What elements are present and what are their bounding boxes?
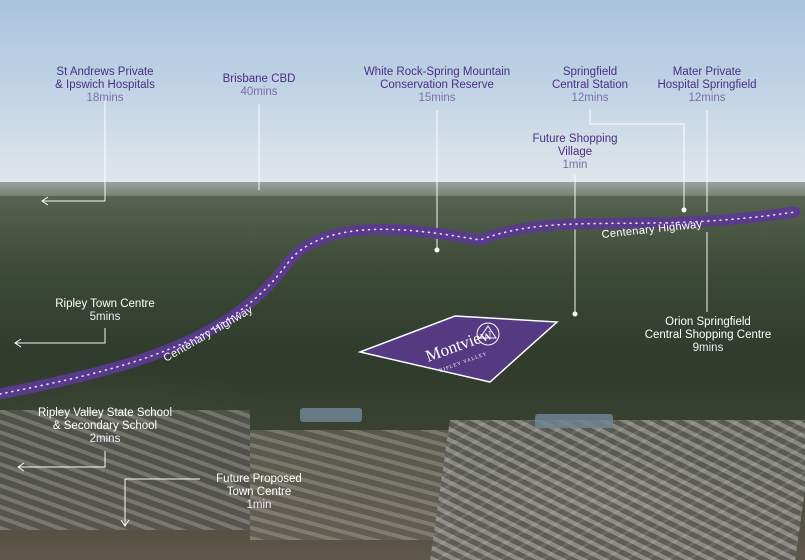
label-time: 2mins — [89, 433, 121, 445]
horizon — [0, 182, 805, 200]
label-orion-springfield: Orion Springfield Central Shopping Centr… — [622, 316, 794, 355]
label-name: White Rock-Spring Mountain Conservation … — [363, 66, 511, 91]
pointer-dot — [681, 207, 687, 213]
label-time: 1min — [246, 499, 272, 511]
label-st-andrews: St Andrews Private & Ipswich Hospitals 1… — [30, 66, 180, 105]
arrow-down-icon — [120, 519, 130, 527]
label-name: Mater Private Hospital Springfield — [657, 66, 757, 91]
label-time: 12mins — [571, 92, 609, 104]
label-white-rock: White Rock-Spring Mountain Conservation … — [345, 66, 529, 105]
estate-logo-icon — [479, 325, 497, 339]
pointer-line — [589, 109, 685, 210]
label-time: 18mins — [86, 92, 124, 104]
label-springfield-station: Springfield Central Station 12mins — [536, 66, 644, 105]
pointer-line — [18, 451, 106, 468]
label-time: 9mins — [692, 342, 724, 354]
label-name: St Andrews Private & Ipswich Hospitals — [55, 66, 155, 91]
label-name: Springfield Central Station — [551, 66, 629, 91]
pointer-dot — [572, 311, 578, 317]
arrow-left-icon — [41, 196, 49, 206]
label-name: Ripley Valley State School & Secondary S… — [37, 407, 173, 432]
suburb-middle — [250, 430, 450, 540]
label-time: 5mins — [89, 311, 121, 323]
sky — [0, 0, 805, 188]
pond — [300, 408, 362, 422]
label-name: Ripley Town Centre — [55, 298, 155, 310]
pointer-line — [15, 328, 106, 344]
pointer-dot — [434, 247, 440, 253]
estate-parcel — [357, 315, 559, 383]
label-time: 12mins — [688, 92, 726, 104]
arrow-left-icon — [17, 462, 25, 472]
pond — [535, 414, 613, 428]
label-name: Future Shopping Village — [532, 133, 618, 158]
label-ripley-school: Ripley Valley State School & Secondary S… — [22, 407, 188, 446]
arrow-left-icon — [14, 338, 22, 348]
label-time: 15mins — [418, 92, 456, 104]
estate-logo-icon — [476, 322, 500, 346]
highway-center-dots — [0, 211, 796, 395]
highway-label-left: Centenary Highway — [162, 304, 256, 365]
pointer-line — [42, 100, 106, 202]
label-ripley-town-centre: Ripley Town Centre 5mins — [40, 298, 170, 324]
label-brisbane-cbd: Brisbane CBD 40mins — [200, 73, 318, 99]
label-name: Brisbane CBD — [222, 73, 296, 85]
label-future-shopping: Future Shopping Village 1min — [515, 133, 635, 172]
label-time: 1min — [562, 159, 588, 171]
label-time: 40mins — [240, 86, 278, 98]
label-name: Orion Springfield Central Shopping Centr… — [644, 316, 772, 341]
label-mater-hospital: Mater Private Hospital Springfield 12min… — [642, 66, 772, 105]
label-future-town-centre: Future Proposed Town Centre 1min — [200, 473, 318, 512]
label-name: Future Proposed Town Centre — [216, 473, 302, 498]
